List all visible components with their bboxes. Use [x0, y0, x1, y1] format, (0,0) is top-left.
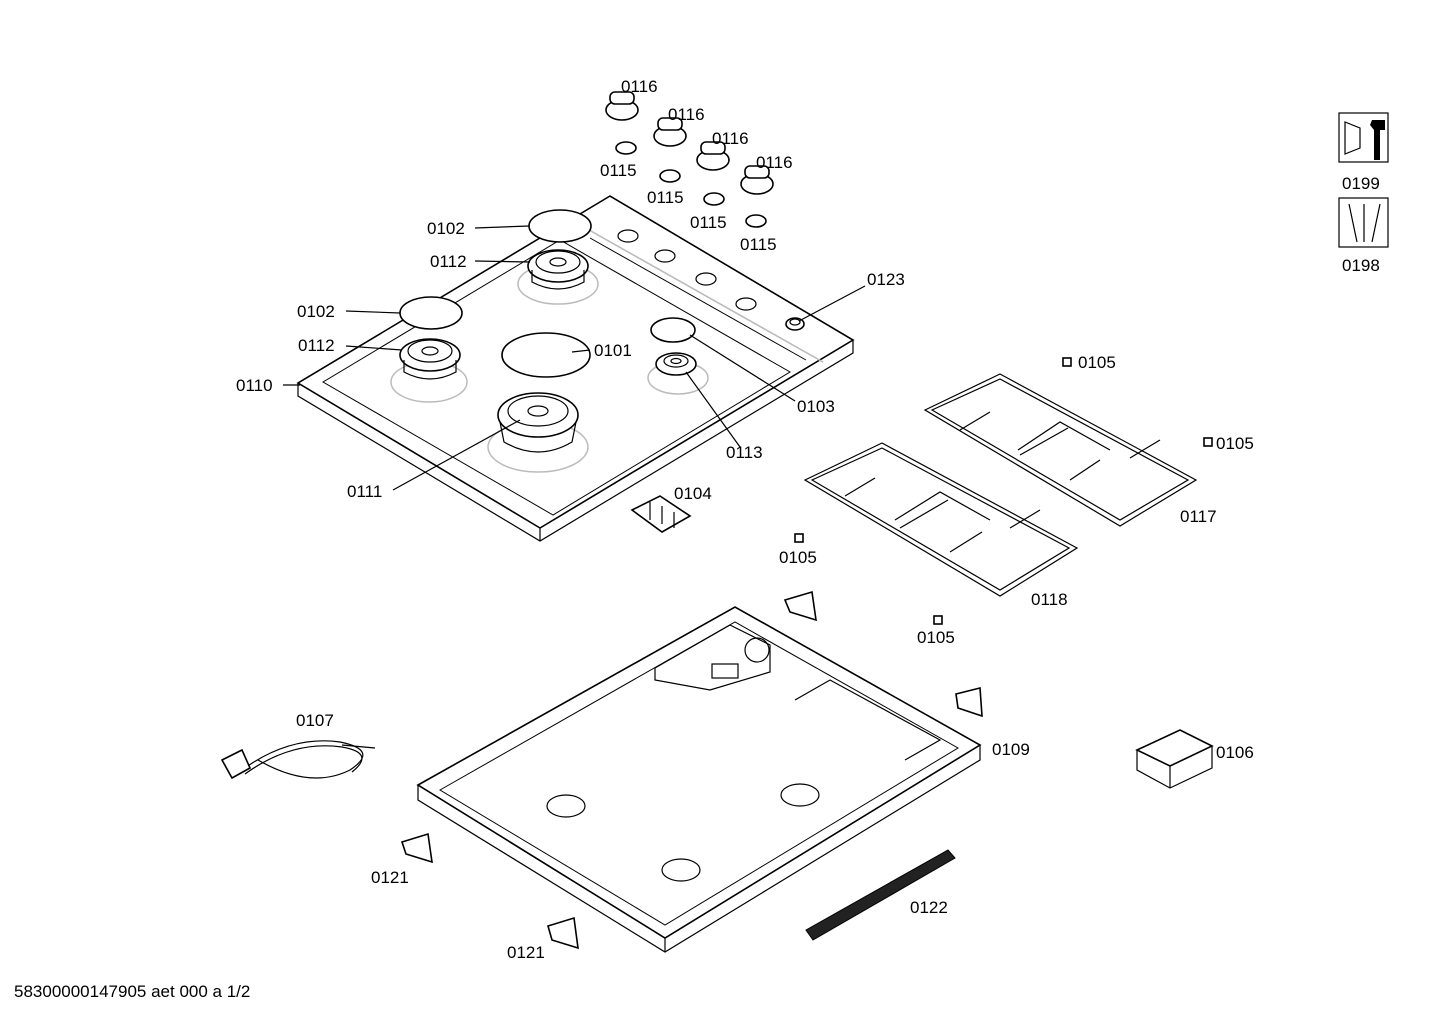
label-0104: 0104: [674, 484, 712, 503]
label-0116-a: 0116: [621, 77, 658, 96]
label-0102-a: 0102: [427, 219, 465, 238]
label-0111: 0111: [347, 482, 382, 501]
label-0107: 0107: [296, 711, 334, 730]
label-0101: 0101: [594, 341, 632, 360]
label-0110: 0110: [236, 376, 273, 395]
document-footer: 58300000147905 aet 000 a 1/2: [14, 982, 251, 1001]
label-0105-d: 0105: [917, 628, 955, 647]
part-labels: 0116 0116 0116 0116 0115 0115 0115 0115 …: [236, 77, 1380, 962]
label-0123: 0123: [867, 270, 905, 289]
label-0117: 0117: [1180, 507, 1217, 526]
label-0122: 0122: [910, 898, 948, 917]
label-0105-c: 0105: [779, 548, 817, 567]
label-0105-b: 0105: [1216, 434, 1254, 453]
base-tray: [416, 606, 982, 953]
label-0106: 0106: [1216, 743, 1254, 762]
label-0121-a: 0121: [371, 868, 409, 887]
label-0105-a: 0105: [1078, 353, 1116, 372]
label-0103: 0103: [797, 397, 835, 416]
bracket-0104: [630, 495, 692, 533]
label-0116-d: 0116: [756, 153, 793, 172]
control-knobs: [605, 91, 774, 228]
label-0112-b: 0112: [298, 336, 335, 355]
label-0115-a: 0115: [600, 161, 637, 180]
label-0198: 0198: [1342, 256, 1380, 275]
burner-cap-0102-top: [528, 209, 592, 243]
burner-cap-0102-left: [399, 296, 463, 330]
label-0116-c: 0116: [712, 129, 749, 148]
pan-support-0118: [803, 442, 1079, 597]
label-0118: 0118: [1031, 590, 1068, 609]
leader-lines: [283, 225, 866, 491]
junction-box-0106: [1135, 729, 1214, 789]
label-0121-b: 0121: [507, 943, 545, 962]
burner-small-top: [527, 249, 589, 290]
label-0102-b: 0102: [297, 302, 335, 321]
screws-icon: [1338, 197, 1389, 248]
pan-support-0117: [923, 373, 1198, 527]
label-0199: 0199: [1342, 174, 1380, 193]
label-0109: 0109: [992, 740, 1030, 759]
label-0115-d: 0115: [740, 235, 777, 254]
power-cable-0107: [220, 740, 376, 780]
rubber-feet: [794, 357, 1213, 625]
burner-auxiliary: [655, 352, 697, 376]
seal-strip-0122: [805, 849, 956, 941]
mounting-clips: [400, 590, 983, 950]
label-0115-c: 0115: [690, 213, 727, 232]
burner-small-left: [399, 338, 461, 380]
burner-cap-0101: [501, 332, 591, 378]
label-0115-b: 0115: [647, 188, 684, 207]
label-0113: 0113: [726, 443, 763, 462]
wrench-tool-icon: [1338, 112, 1389, 163]
label-0112-a: 0112: [430, 252, 467, 271]
cooktop-plate: [296, 195, 855, 542]
burner-wok: [497, 392, 579, 453]
burner-cap-0103: [650, 317, 696, 343]
label-0116-b: 0116: [668, 105, 705, 124]
